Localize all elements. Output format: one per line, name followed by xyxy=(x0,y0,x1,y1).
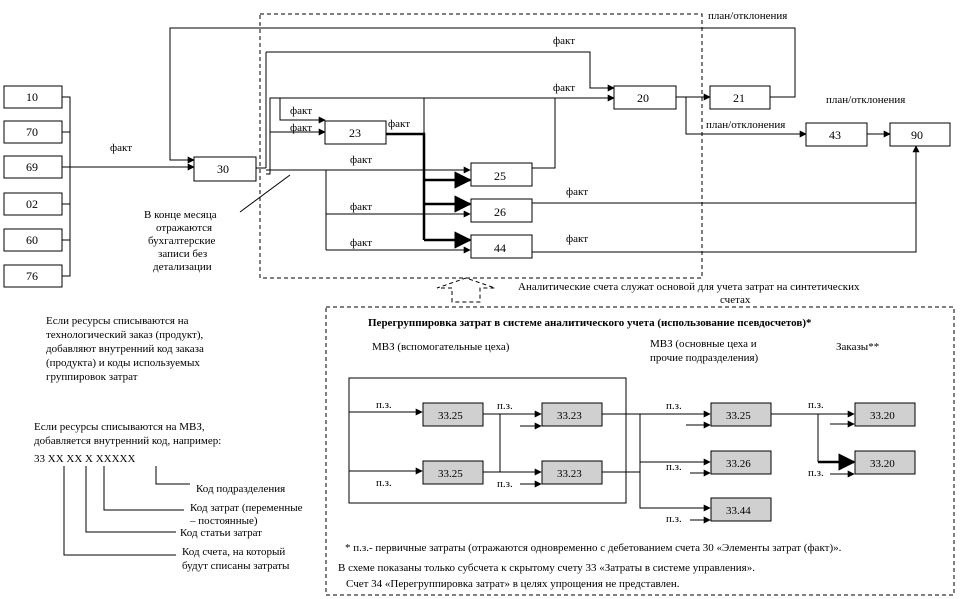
pz-9: п.з. xyxy=(808,467,824,479)
account-44: 44 xyxy=(494,241,506,255)
label-fact-26: факт xyxy=(350,201,372,213)
up-arrow-dashed xyxy=(436,277,496,303)
pz-3: п.з. xyxy=(497,400,513,412)
svg-text:В конце месяца: В конце месяца xyxy=(144,209,217,221)
pz-5: п.з. xyxy=(666,400,682,412)
svg-text:Если ресурсы списываются на МВ: Если ресурсы списываются на МВЗ, xyxy=(34,421,205,433)
label-fact-20: факт xyxy=(553,82,575,94)
account-76: 76 xyxy=(26,269,38,283)
svg-text:группировок затрат: группировок затрат xyxy=(46,371,138,383)
pz-6: п.з. xyxy=(666,461,682,473)
label-fact-44: факт xyxy=(350,237,372,249)
code-account-label-1: Код счета, на который xyxy=(182,546,285,558)
footnote-2: В схеме показаны только субсчета к скрыт… xyxy=(338,562,755,574)
code-cost-label-2: – постоянные) xyxy=(189,515,258,527)
label-fact-26-90: факт xyxy=(566,186,588,198)
code-item-label: Код статьи затрат xyxy=(180,527,262,539)
account-30: 30 xyxy=(217,162,229,176)
col-main-label-1: МВЗ (основные цеха и xyxy=(650,338,757,350)
col-orders-label: Заказы** xyxy=(836,341,879,353)
note-month-end: В конце месяца отражаются бухгалтерские … xyxy=(144,209,217,273)
note-analytic-2: счетах xyxy=(720,294,751,306)
account-02: 02 xyxy=(26,197,38,211)
col-main-label-2: прочие подразделения) xyxy=(650,352,759,364)
svg-text:(продукта) и коды используемых: (продукта) и коды используемых xyxy=(46,357,200,369)
note-analytic-1: Аналитические счета служат основой для у… xyxy=(518,281,860,293)
svg-text:детализации: детализации xyxy=(153,261,212,273)
account-10: 10 xyxy=(26,90,38,104)
label-fact-25: факт xyxy=(350,154,372,166)
label-plan-dev-top: план/отклонения xyxy=(708,10,787,22)
account-70: 70 xyxy=(26,125,38,139)
account-69: 69 xyxy=(26,160,38,174)
synthetic-region xyxy=(259,13,703,279)
account-23: 23 xyxy=(349,126,361,140)
source-accounts: 10 70 69 02 60 76 xyxy=(3,85,63,288)
note-resources-order: Если ресурсы списываются на технологичес… xyxy=(46,315,204,383)
code-example: 33 XX XX X XXXXX xyxy=(34,453,135,465)
pz-4: п.з. xyxy=(497,478,513,490)
account-21: 21 xyxy=(733,91,745,105)
label-fact-23a: факт xyxy=(290,105,312,117)
svg-text:отражаются: отражаются xyxy=(156,222,212,234)
label-fact-from-23: факт xyxy=(388,118,410,130)
sub-33-26: 33.26 xyxy=(726,458,751,470)
pz-8: п.з. xyxy=(808,399,824,411)
footnote-1: * п.з.- первичные затраты (отражаются од… xyxy=(345,542,842,554)
account-25: 25 xyxy=(494,169,506,183)
pz-1: п.з. xyxy=(376,399,392,411)
label-fact-23b: факт xyxy=(290,122,312,134)
code-dept-label: Код подразделения xyxy=(196,483,285,495)
label-fact-top-20: факт xyxy=(553,35,575,47)
footnote-3: Счет 34 «Перегруппировка затрат» в целях… xyxy=(346,578,680,590)
svg-text:добавляется внутренний код, на: добавляется внутренний код, например: xyxy=(34,435,221,447)
account-43: 43 xyxy=(829,128,841,142)
pz-2: п.з. xyxy=(376,477,392,489)
col-aux-label: МВЗ (вспомогательные цеха) xyxy=(372,341,510,353)
svg-text:записи без: записи без xyxy=(158,248,207,260)
sub-33-20-a: 33.20 xyxy=(870,410,895,422)
label-plan-dev-90: план/отклонения xyxy=(826,94,905,106)
code-cost-label-1: Код затрат (переменные xyxy=(190,502,303,514)
regroup-title: Перегруппировка затрат в системе аналити… xyxy=(368,317,812,329)
sub-33-23-a: 33.23 xyxy=(557,410,582,422)
svg-text:Если ресурсы списываются на: Если ресурсы списываются на xyxy=(46,315,189,327)
account-26: 26 xyxy=(494,205,506,219)
code-account-label-2: будут списаны затраты xyxy=(182,560,290,572)
label-fact-44-90: факт xyxy=(566,233,588,245)
account-90: 90 xyxy=(911,128,923,142)
regroup-region xyxy=(325,306,955,596)
sub-33-25-main: 33.25 xyxy=(726,410,751,422)
account-20: 20 xyxy=(637,91,649,105)
sub-33-25-a: 33.25 xyxy=(438,410,463,422)
label-plan-dev-43: план/отклонения xyxy=(706,119,785,131)
account-60: 60 xyxy=(26,233,38,247)
svg-text:технологический заказ (продукт: технологический заказ (продукт), xyxy=(46,329,203,341)
sub-33-23-b: 33.23 xyxy=(557,468,582,480)
svg-text:добавляют внутренний код заказ: добавляют внутренний код заказа xyxy=(46,343,204,355)
sub-33-44: 33.44 xyxy=(726,505,751,517)
sub-33-20-b: 33.20 xyxy=(870,458,895,470)
note-resources-mvz: Если ресурсы списываются на МВЗ, добавля… xyxy=(34,421,221,465)
label-fact-to-30: факт xyxy=(110,142,132,154)
svg-text:бухгалтерские: бухгалтерские xyxy=(148,235,215,247)
pz-7: п.з. xyxy=(666,513,682,525)
sub-33-25-b: 33.25 xyxy=(438,468,463,480)
